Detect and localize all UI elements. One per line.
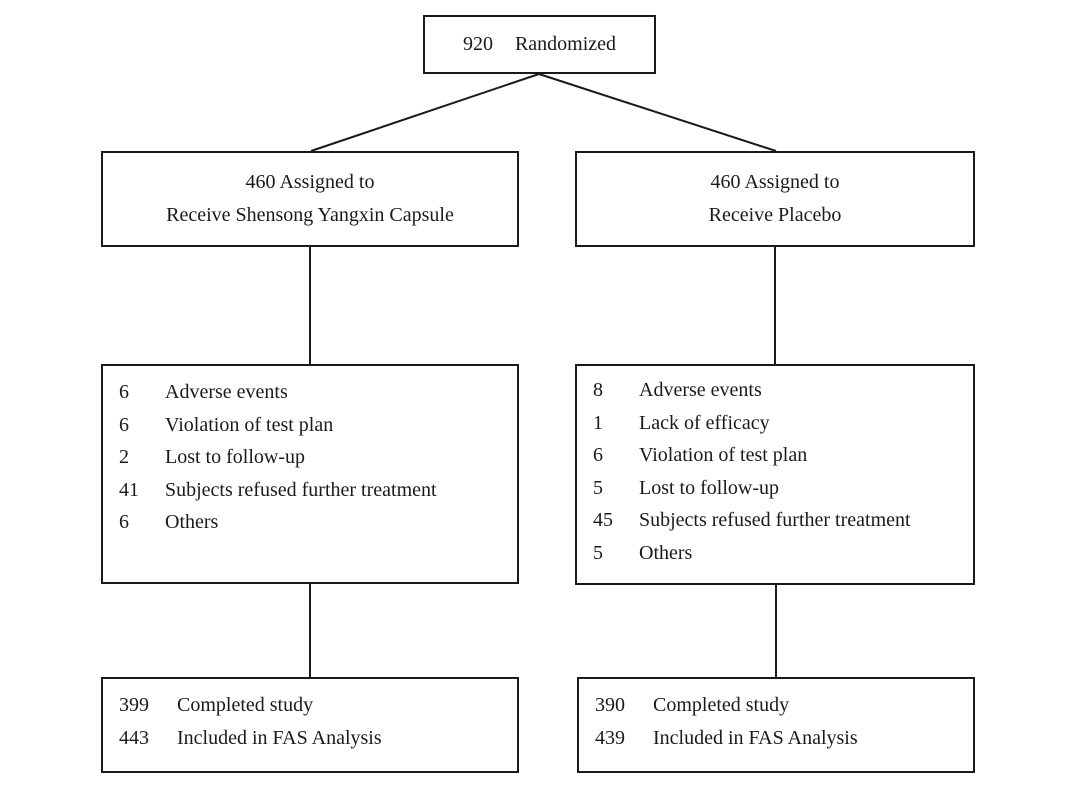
reason-label: Lost to follow-up xyxy=(165,446,305,469)
placebo-arm-line-2: Receive Placebo xyxy=(708,204,842,226)
reason-label: Violation of test plan xyxy=(165,413,334,436)
list-item: 6 Violation of test plan xyxy=(593,439,911,472)
reason-count: 8 xyxy=(593,379,603,401)
outcome-count: 399 xyxy=(119,694,149,716)
placebo-outcome-box: 390 Completed study 439 Included in FAS An… xyxy=(577,677,975,773)
placebo-outcome-list: 390 Completed study 439 Included in FAS An… xyxy=(595,689,858,754)
list-item: 6 Violation of test plan xyxy=(119,409,437,442)
reason-count: 6 xyxy=(119,511,129,534)
reason-label: Lost to follow-up xyxy=(639,476,779,499)
reason-label: Violation of test plan xyxy=(639,444,808,467)
reason-count: 45 xyxy=(593,509,613,532)
list-item: 1 Lack of efficacy xyxy=(593,407,911,440)
list-item: 6 Others xyxy=(119,506,437,539)
reason-count: 1 xyxy=(593,411,603,434)
treatment-arm-line-2: Receive Shensong Yangxin Capsule xyxy=(166,204,454,226)
list-item: 2 Lost to follow-up xyxy=(119,441,437,474)
placebo-discontinuation-box: 8 Adverse events 1 Lack of efficacy 6 Viola… xyxy=(575,364,975,585)
reason-label: Others xyxy=(639,541,693,564)
reason-label: Lack of efficacy xyxy=(639,411,770,434)
treatment-arm-line-1: 460 Assigned to xyxy=(245,171,375,193)
reason-label: Others xyxy=(165,511,219,534)
outcome-label: Completed study xyxy=(177,694,314,716)
placebo-arm-box: 460 Assigned to Receive Placebo xyxy=(575,151,975,247)
list-item: 45 Subjects refused further treatment xyxy=(593,504,911,537)
list-item: 439 Included in FAS Analysis xyxy=(595,722,858,755)
reason-count: 5 xyxy=(593,541,603,564)
outcome-count: 443 xyxy=(119,726,149,749)
placebo-arm-line-1: 460 Assigned to xyxy=(710,171,840,193)
list-item: 6 Adverse events xyxy=(119,376,437,409)
reason-count: 6 xyxy=(119,381,129,403)
treatment-outcome-list: 399 Completed study 443 Included in FAS An… xyxy=(119,689,382,754)
reason-count: 6 xyxy=(593,444,603,467)
outcome-count: 390 xyxy=(595,694,625,716)
randomized-label: Randomized xyxy=(514,33,617,55)
reason-label: Subjects refused further treatment xyxy=(165,478,437,501)
list-item: 399 Completed study xyxy=(119,689,382,722)
reason-label: Adverse events xyxy=(165,381,288,403)
list-item: 443 Included in FAS Analysis xyxy=(119,722,382,755)
outcome-label: Included in FAS Analysis xyxy=(653,726,858,749)
reason-count: 5 xyxy=(593,476,603,499)
treatment-arm-box: 460 Assigned to Receive Shensong Yangxin… xyxy=(101,151,519,247)
outcome-count: 439 xyxy=(595,726,625,749)
list-item: 390 Completed study xyxy=(595,689,858,722)
reason-label: Subjects refused further treatment xyxy=(639,509,911,532)
randomized-count: 920 xyxy=(462,33,493,55)
list-item: 8 Adverse events xyxy=(593,374,911,407)
reason-count: 41 xyxy=(119,478,139,501)
outcome-label: Included in FAS Analysis xyxy=(177,726,382,749)
list-item: 41 Subjects refused further treatment xyxy=(119,474,437,507)
randomized-row: 920 Randomized xyxy=(463,28,616,61)
reason-count: 2 xyxy=(119,446,129,469)
treatment-outcome-box: 399 Completed study 443 Included in FAS An… xyxy=(101,677,519,773)
reason-count: 6 xyxy=(119,413,129,436)
list-item: 5 Lost to follow-up xyxy=(593,472,911,505)
placebo-discontinuation-list: 8 Adverse events 1 Lack of efficacy 6 Viola… xyxy=(593,374,911,570)
connector-root-to-left-arm xyxy=(310,73,540,152)
list-item: 5 Others xyxy=(593,537,911,570)
outcome-label: Completed study xyxy=(653,694,790,716)
randomized-box: 920 Randomized xyxy=(423,15,656,74)
reason-label: Adverse events xyxy=(639,379,762,401)
connector-root-to-right-arm xyxy=(538,73,777,152)
